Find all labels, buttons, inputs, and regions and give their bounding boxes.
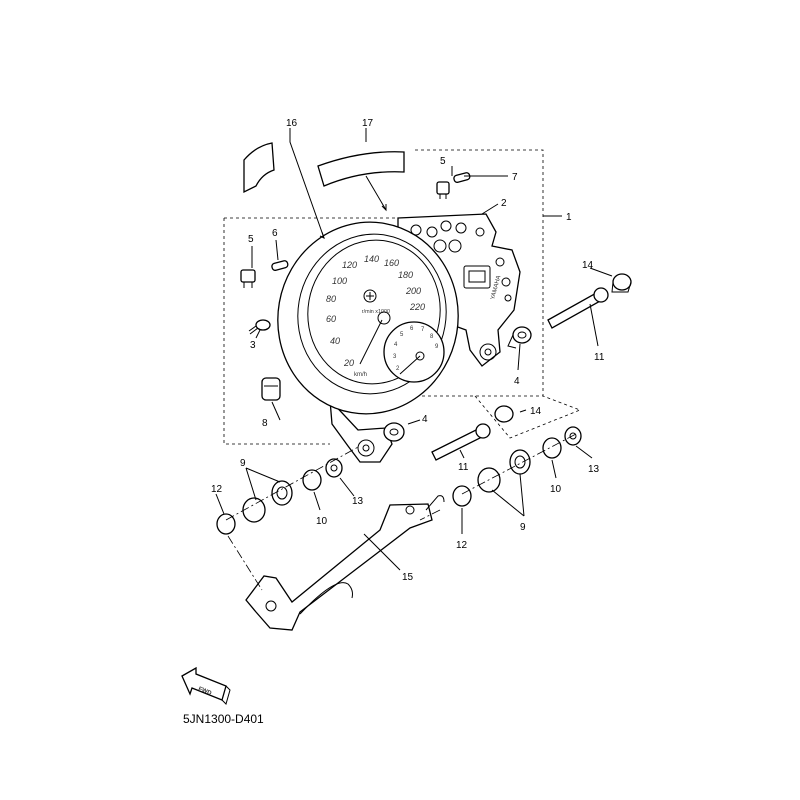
part-4-collar-upper bbox=[507, 326, 532, 349]
drawing-code: 5JN1300-D401 bbox=[183, 712, 264, 726]
speedo-label-120: 120 bbox=[342, 260, 357, 270]
speedo-label-220: 220 bbox=[409, 302, 425, 312]
speedo-label-180: 180 bbox=[398, 270, 413, 280]
part-10-collar-left bbox=[302, 469, 322, 491]
callout-3: 3 bbox=[250, 340, 256, 351]
brand-emblem bbox=[363, 289, 377, 303]
callout-12-left: 12 bbox=[211, 484, 223, 495]
part-11-bolt-upper bbox=[547, 287, 609, 329]
leader-lines bbox=[215, 128, 613, 571]
part-5-socket-upper bbox=[436, 181, 450, 199]
part-9-grommet-right-a bbox=[509, 449, 531, 475]
tacho-label-2: 2 bbox=[396, 366, 400, 372]
part-14-cap-lower bbox=[494, 405, 514, 423]
speedo-label-200: 200 bbox=[405, 286, 421, 296]
callout-6: 6 bbox=[272, 228, 278, 239]
callout-10-right: 10 bbox=[550, 484, 562, 495]
part-4-collar-lower bbox=[383, 422, 405, 442]
callout-9-left: 9 bbox=[240, 458, 246, 469]
callout-16: 16 bbox=[286, 118, 298, 129]
centerline-left bbox=[225, 445, 361, 521]
assembly-outline-2 bbox=[223, 217, 417, 445]
part-5-socket-left bbox=[240, 269, 256, 288]
callout-14-upper: 14 bbox=[582, 260, 594, 271]
speedo-label-40: 40 bbox=[330, 336, 340, 346]
part-15-stay bbox=[245, 495, 445, 631]
speedo-label-140: 140 bbox=[364, 254, 379, 264]
speedo-label-160: 160 bbox=[384, 258, 399, 268]
centerline-right-drop bbox=[419, 509, 441, 521]
part-3-screw bbox=[248, 319, 271, 335]
callout-12-right: 12 bbox=[456, 540, 468, 551]
callout-15: 15 bbox=[402, 572, 414, 583]
callout-1: 1 bbox=[566, 212, 572, 223]
part-17-visor bbox=[317, 151, 405, 187]
callout-14-lower: 14 bbox=[530, 406, 542, 417]
tacho-label-4: 4 bbox=[394, 342, 398, 348]
tacho-label-7: 7 bbox=[421, 327, 425, 333]
callout-10-left: 10 bbox=[316, 516, 328, 527]
part-14-cap-upper bbox=[611, 273, 632, 293]
fwd-arrow-icon: FWD bbox=[181, 666, 231, 705]
part-9-grommet-left-b bbox=[242, 497, 266, 523]
part-11-bolt-lower bbox=[431, 423, 491, 461]
speedo-label-20: 20 bbox=[343, 358, 354, 368]
callout-9-right: 9 bbox=[520, 522, 526, 533]
speedo-needle bbox=[359, 319, 383, 365]
callout-4-upper: 4 bbox=[514, 376, 520, 387]
part-10-collar-right bbox=[542, 437, 562, 459]
tacho-label-3: 3 bbox=[393, 354, 397, 360]
callout-17: 17 bbox=[362, 118, 374, 129]
callout-5-upper: 5 bbox=[440, 156, 446, 167]
centerline-left-drop bbox=[227, 535, 263, 591]
tacho-label-8: 8 bbox=[430, 334, 434, 340]
callout-11-lower: 11 bbox=[458, 462, 469, 473]
part-16-cover bbox=[243, 142, 275, 194]
speedo-label-100: 100 bbox=[332, 276, 347, 286]
callout-5-left: 5 bbox=[248, 234, 254, 245]
meter-bracket bbox=[329, 398, 393, 463]
callout-8: 8 bbox=[262, 418, 268, 429]
speedo-label-60: 60 bbox=[326, 314, 336, 324]
fwd-label: FWD bbox=[197, 686, 213, 697]
tachometer: 2 3 4 5 6 7 8 9 r/min x1000 bbox=[362, 309, 445, 383]
part-13-washer-left bbox=[325, 458, 343, 478]
callout-13-left: 13 bbox=[352, 496, 364, 507]
part-12-cap-left bbox=[216, 513, 236, 535]
assembly-outline-4 bbox=[474, 395, 582, 439]
speedo-label-80: 80 bbox=[326, 294, 336, 304]
callout-13-right: 13 bbox=[588, 464, 600, 475]
callout-4-lower: 4 bbox=[422, 414, 428, 425]
part-6-bulb bbox=[271, 260, 289, 271]
centerline-right bbox=[461, 433, 577, 495]
part-8-grommet bbox=[261, 377, 281, 401]
bracket-grommet bbox=[357, 439, 375, 457]
part-9-grommet-left-a bbox=[271, 480, 293, 506]
tacho-label-5: 5 bbox=[400, 332, 404, 338]
callout-2: 2 bbox=[501, 198, 507, 209]
tacho-label-6: 6 bbox=[410, 326, 414, 332]
callout-7: 7 bbox=[512, 172, 518, 183]
tacho-label-9: 9 bbox=[435, 344, 439, 350]
part-7-bulb bbox=[453, 172, 471, 183]
callout-11-upper: 11 bbox=[594, 352, 605, 363]
part-12-cap-right bbox=[452, 485, 472, 507]
tacho-unit: r/min x1000 bbox=[362, 309, 390, 315]
speedo-unit: km/h bbox=[354, 372, 367, 378]
